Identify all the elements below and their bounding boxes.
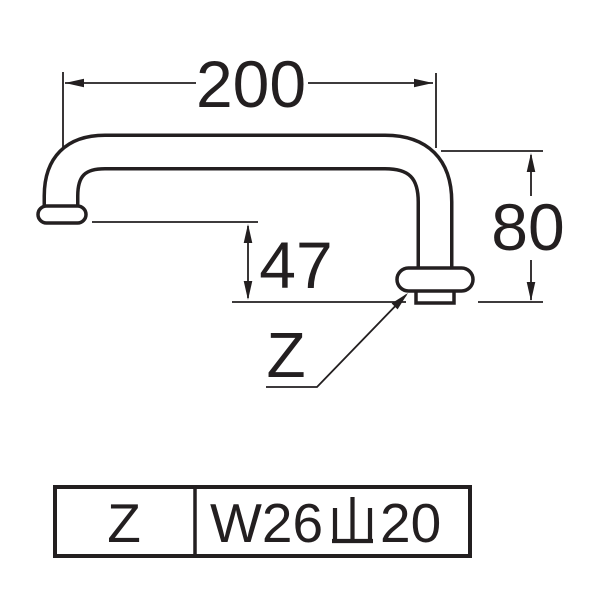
yama-character-glyph (332, 497, 373, 544)
spec-mark-cell-text: Z (107, 492, 141, 554)
leader-line (266, 294, 407, 388)
dim-drop-arrow-up (243, 224, 253, 243)
spec-table: Z W26 20 (53, 485, 472, 558)
nut-flange (395, 266, 475, 293)
spout-tip-bead (36, 204, 88, 225)
thread-spec-prefix: W26 (210, 492, 323, 554)
pipe-inner-fill (46, 137, 450, 269)
dimension-labels: 200 80 47 Z (196, 47, 565, 391)
dim-width-value: 200 (196, 47, 306, 121)
dim-height-arrow-down (526, 282, 536, 301)
dimension-lines (62, 72, 543, 303)
part-label: Z (266, 319, 305, 391)
dim-width-arrow-right (414, 78, 433, 88)
dim-drop-value: 47 (259, 228, 332, 302)
dim-height-value: 80 (491, 190, 564, 264)
dim-width-arrow-left (65, 78, 84, 88)
spout-pipe (36, 133, 475, 305)
thread-spec-suffix: 20 (380, 492, 441, 554)
spec-table-border (53, 485, 472, 558)
leader-arrowhead (391, 293, 408, 310)
dim-drop-arrow-down (243, 281, 253, 300)
dim-height-arrow-up (526, 153, 536, 172)
part-leader (266, 293, 408, 388)
